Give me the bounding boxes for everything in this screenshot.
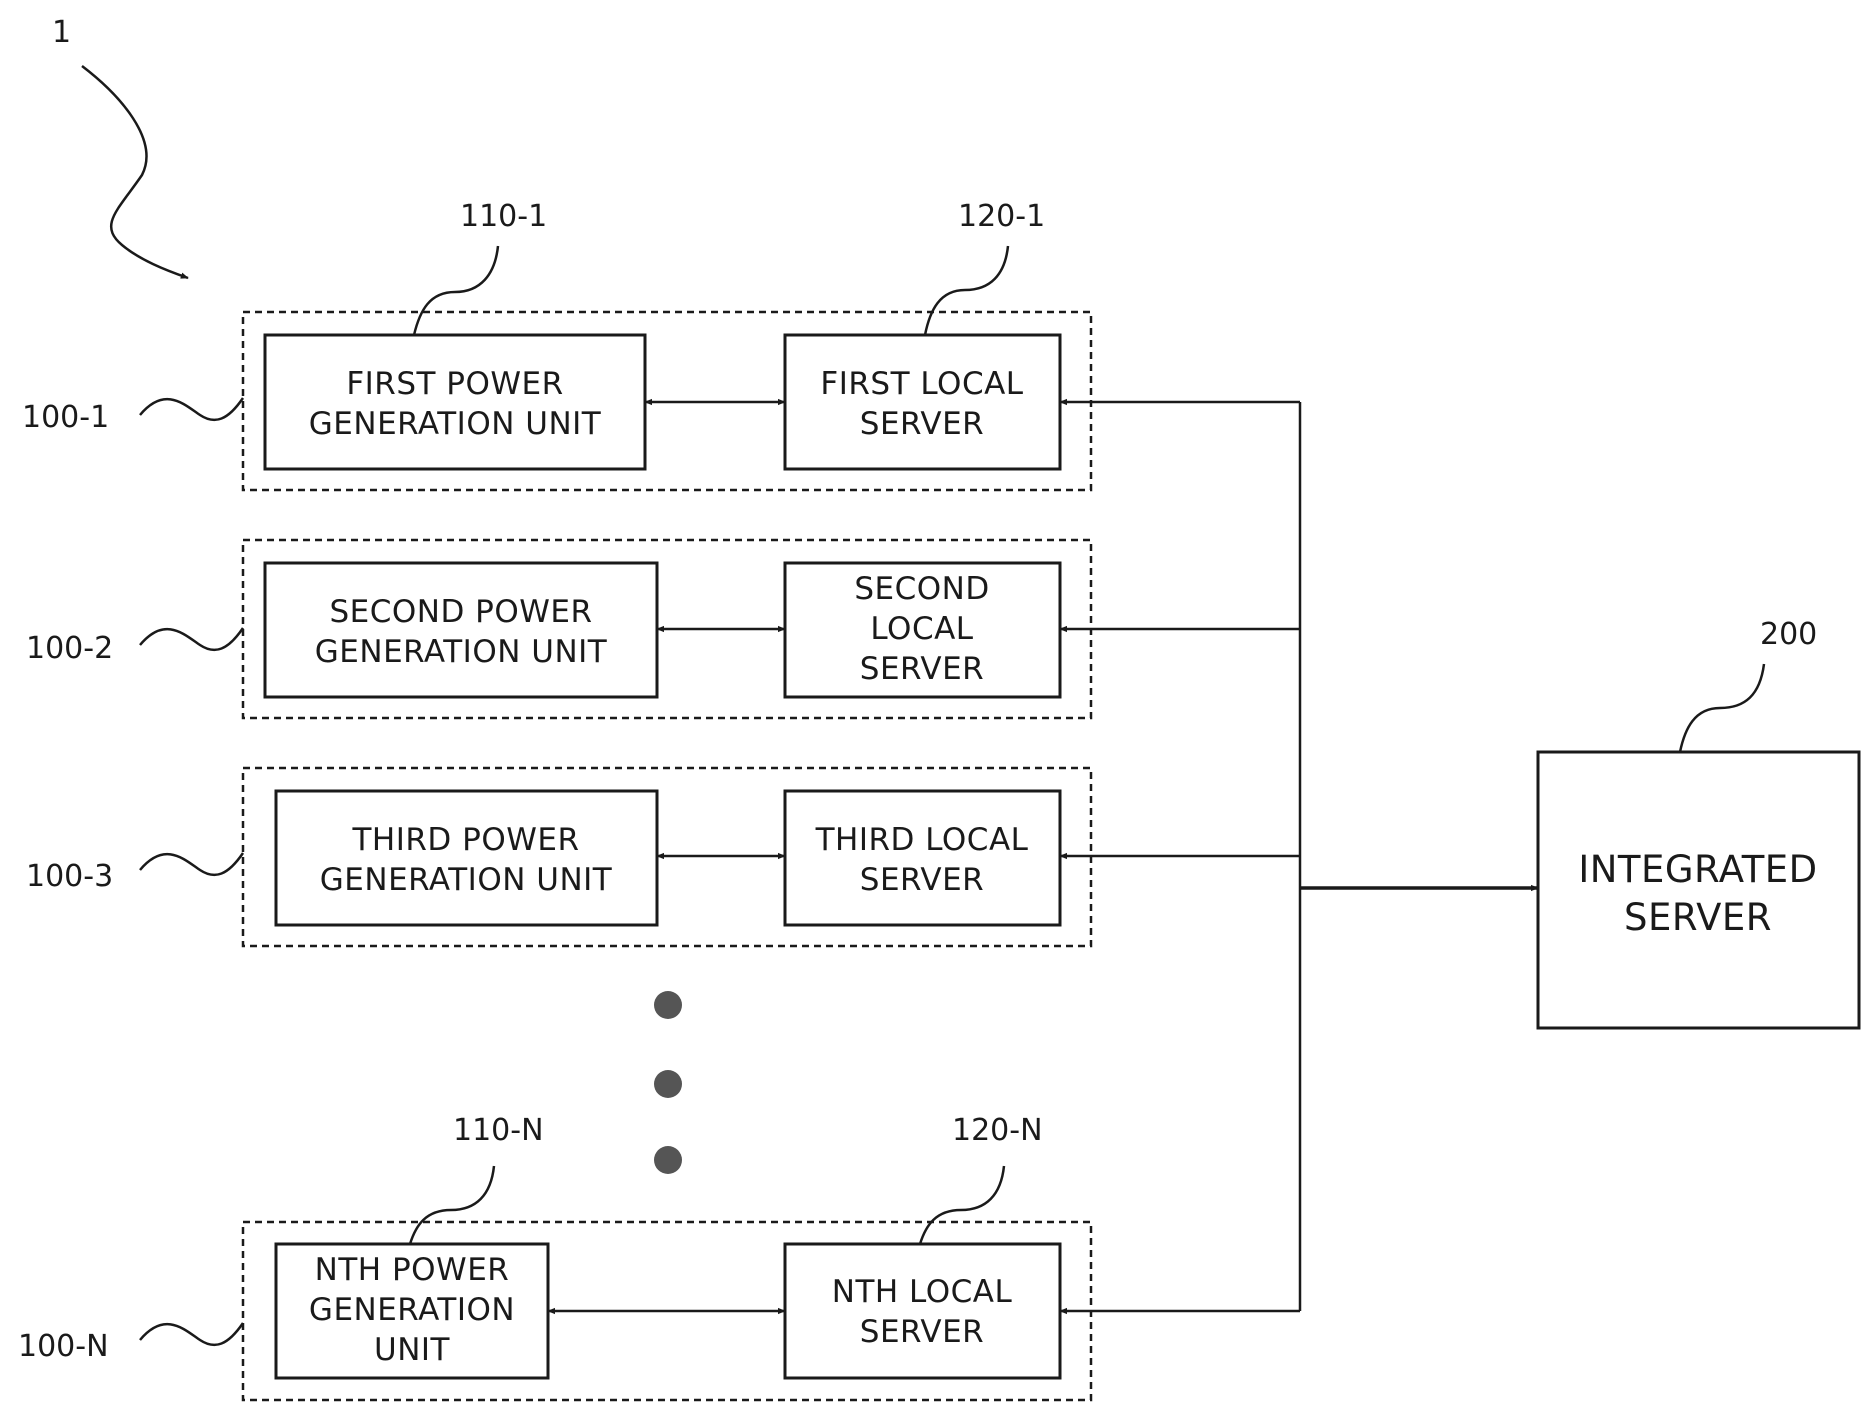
group-3: 100-3 THIRD POWER GENERATION UNIT THIRD … [26,766,1093,948]
figure-ref-arrow [81,65,189,280]
generator-n-line-1: NTH POWER [315,1252,510,1288]
generator-2-line-2: GENERATION UNIT [315,634,608,670]
local-server-2 [783,561,1062,699]
integrated-server: INTEGRATED SERVER 200 [1536,617,1861,1030]
server-2-line-1: SECOND [854,571,989,607]
server-3-line-1: THIRD LOCAL [815,822,1029,858]
generator-1-leader [412,245,500,336]
group-1-leader [139,397,245,422]
figure-ref-label: 1 [52,15,71,50]
server-1-ref: 120-1 [958,199,1045,234]
integrated-server-leader [1678,663,1766,753]
server-3-line-2: SERVER [860,862,984,898]
group-2-ref: 100-2 [26,631,113,666]
server-2-line-3: SERVER [860,651,984,687]
ellipsis-dot-1 [654,991,682,1019]
group-2-leader [139,627,245,652]
server-n-line-2: SERVER [860,1314,984,1350]
generator-n-line-2: GENERATION [309,1292,515,1328]
group-n-ref: 100-N [18,1329,109,1364]
server-bus [1059,398,1539,1315]
server-1-line-1: FIRST LOCAL [820,366,1023,402]
server-1-leader [923,245,1010,336]
generator-1-ref: 110-1 [460,199,547,234]
generator-n-line-3: UNIT [374,1332,451,1368]
server-1-line-2: SERVER [860,406,984,442]
generator-n-leader [408,1165,496,1245]
local-server-1 [783,333,1062,471]
generator-n-ref: 110-N [453,1113,544,1148]
ellipsis-dot-3 [654,1146,682,1174]
generator-1-line-1: FIRST POWER [346,366,563,402]
generator-3-line-1: THIRD POWER [351,822,579,858]
integrated-server-line-2: SERVER [1624,896,1772,939]
local-server-3 [783,789,1062,927]
server-n-leader [918,1165,1006,1245]
server-n-ref: 120-N [952,1113,1043,1148]
group-3-ref: 100-3 [26,859,113,894]
generator-unit-3 [274,789,659,927]
group-n: 100-N NTH POWER GENERATION UNIT 110-N NT… [18,1113,1093,1402]
generator-unit-1 [263,333,647,471]
server-2-line-2: LOCAL [870,611,973,647]
generator-1-line-2: GENERATION UNIT [309,406,602,442]
generator-unit-2 [263,561,659,699]
group-n-leader [139,1322,245,1347]
integrated-server-ref: 200 [1760,617,1817,652]
group-1-ref: 100-1 [22,400,109,435]
server-n-line-1: NTH LOCAL [832,1274,1013,1310]
integrated-server-line-1: INTEGRATED [1578,848,1817,891]
generator-3-line-2: GENERATION UNIT [320,862,613,898]
integrated-server-box [1536,750,1861,1030]
group-2: 100-2 SECOND POWER GENERATION UNIT SECON… [26,538,1093,720]
group-1: 100-1 FIRST POWER GENERATION UNIT 110-1 … [22,199,1093,492]
generator-2-line-1: SECOND POWER [329,594,592,630]
ellipsis-dot-2 [654,1070,682,1098]
local-server-n [783,1242,1062,1380]
generator-unit-n [274,1242,550,1380]
group-3-leader [139,852,245,877]
